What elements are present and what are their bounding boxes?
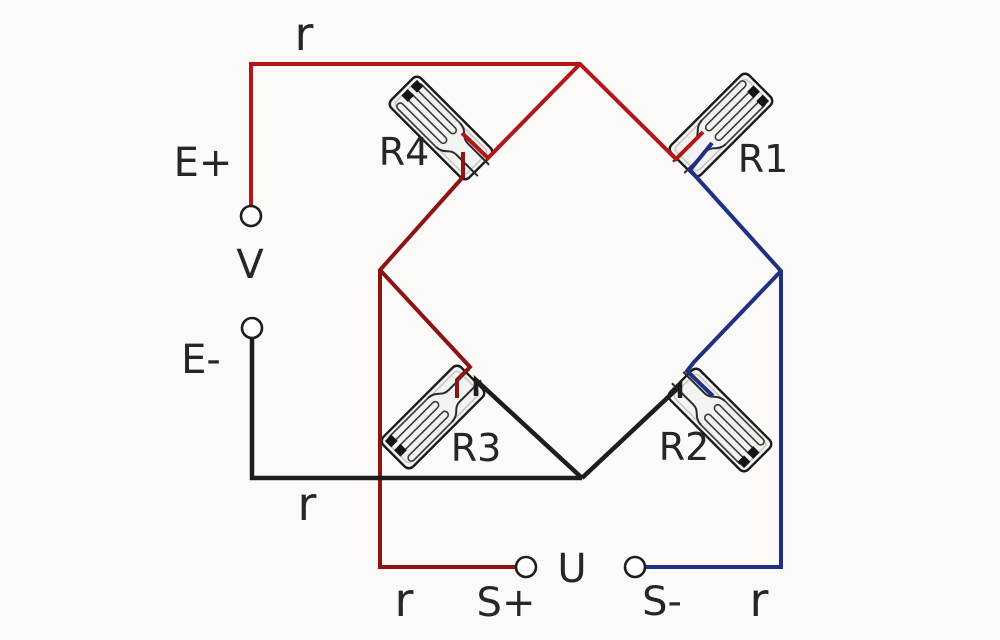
excitation-negative-label: E- (181, 337, 221, 383)
gauge-label-r3: R3 (450, 426, 502, 470)
terminal-e-minus (240, 316, 264, 340)
gauge-label-r4: R4 (378, 130, 430, 174)
lead-resistance-label-s-plus: r (394, 573, 414, 627)
sense-negative-label: S- (642, 579, 682, 625)
gauge-label-r1: R1 (737, 137, 789, 181)
output-voltage-label: U (557, 546, 587, 592)
sense-negative-wire (645, 141, 783, 569)
terminal-s-plus (514, 555, 538, 579)
terminal-s-minus (623, 555, 647, 579)
excitation-negative-wire (249, 338, 683, 481)
terminal-e-plus (239, 204, 263, 228)
lead-resistance-label-s-minus: r (749, 573, 769, 627)
lead-resistance-label-bottom: r (297, 477, 317, 531)
sense-positive-wire (378, 152, 516, 569)
excitation-positive-label: E+ (173, 140, 233, 186)
sense-positive-label: S+ (476, 580, 536, 626)
lead-resistance-label-top: r (294, 7, 314, 61)
excitation-positive-wire (249, 62, 705, 206)
gauge-label-r2: R2 (658, 425, 710, 469)
excitation-voltage-label: V (236, 242, 264, 288)
